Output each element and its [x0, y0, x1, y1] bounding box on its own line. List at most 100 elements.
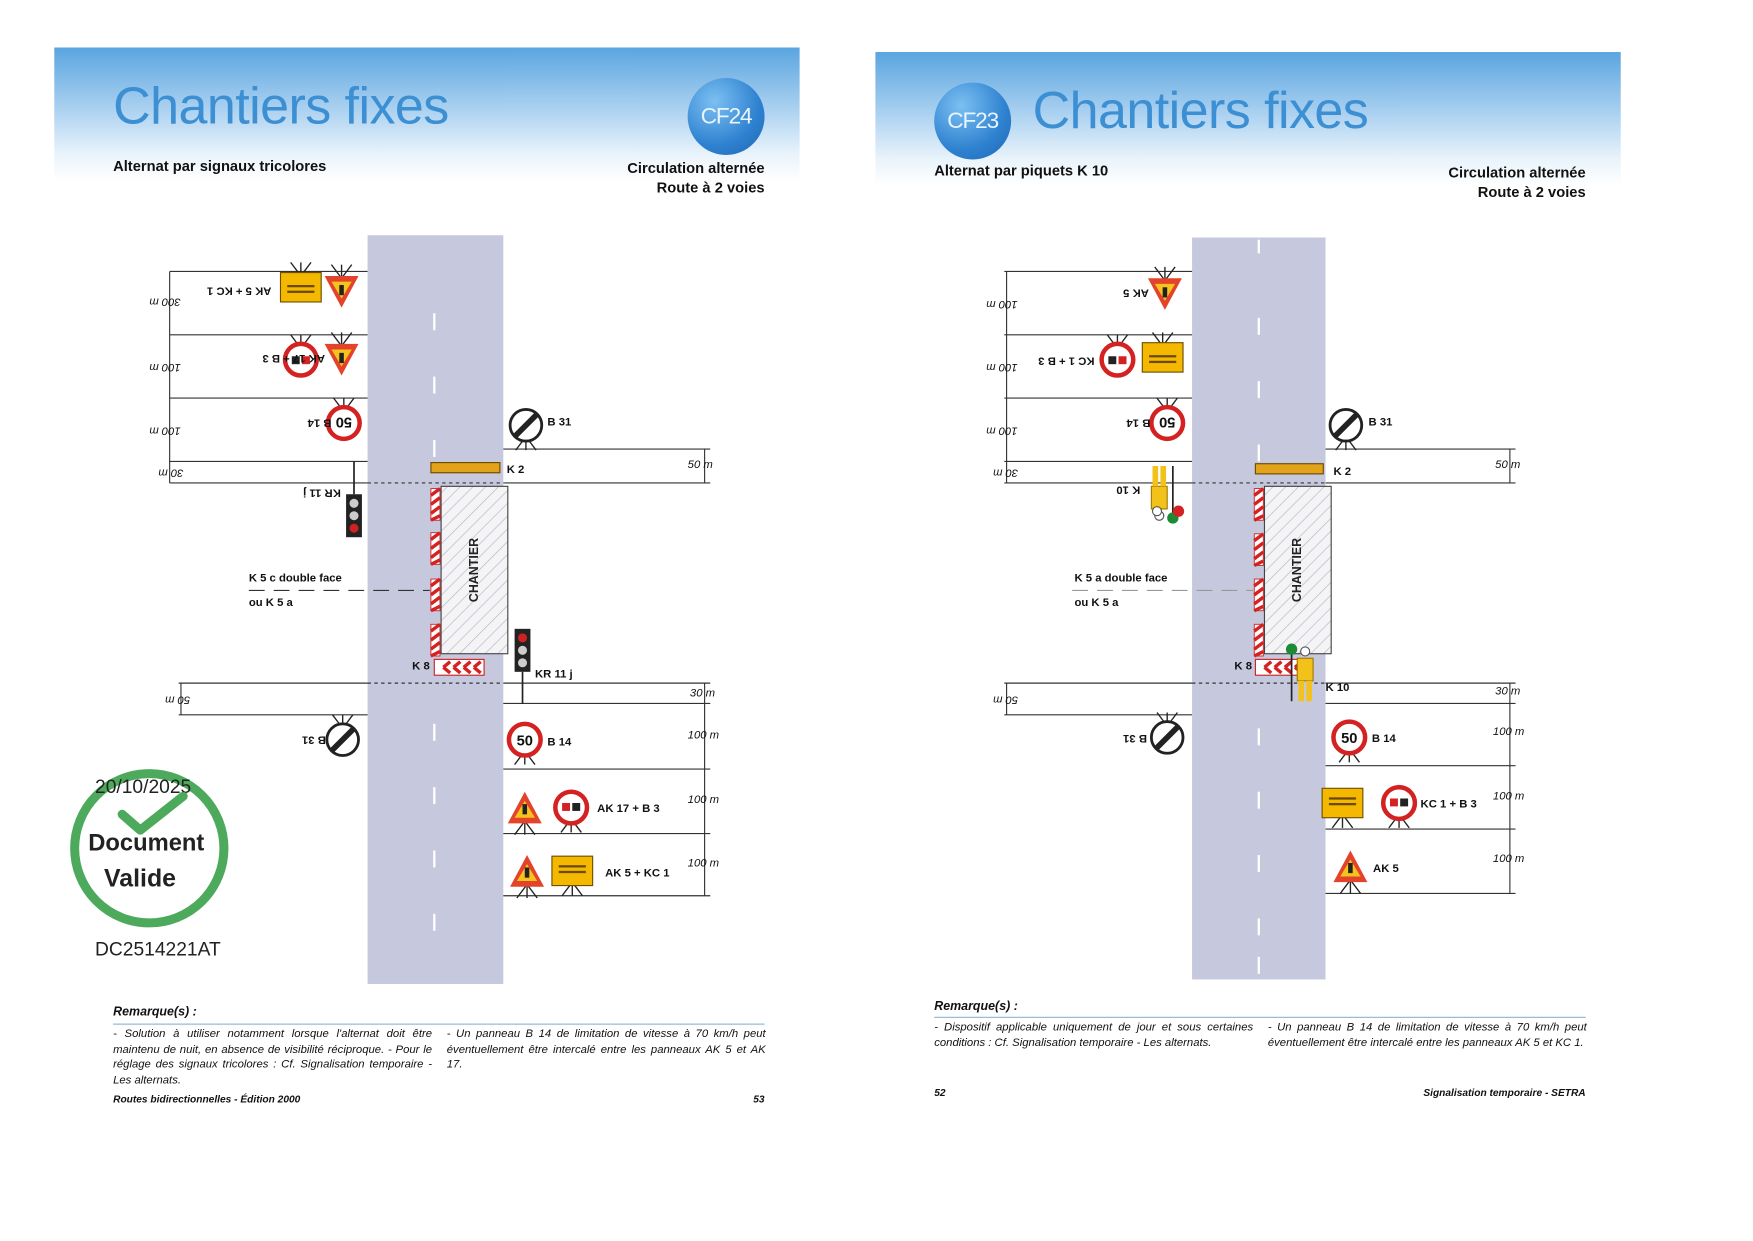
label-b31: B 31 [547, 416, 572, 429]
footer-left: Routes bidirectionnelles - Édition 2000 [113, 1093, 301, 1105]
page-number: 53 [753, 1093, 765, 1105]
signage-diagram [169, 235, 711, 984]
label-k2: K 2 [1333, 465, 1352, 479]
ak5-triangle [1148, 267, 1182, 310]
signage-diagram [1004, 237, 1516, 980]
label-upstream-1: AK 5 + KC 1 [207, 283, 272, 297]
stamp-text-line2: Valide [104, 864, 176, 893]
label-right-device: KR 11 j [534, 668, 573, 681]
label-k8: K 8 [412, 660, 430, 673]
label-downstream-2: AK 17 + B 3 [597, 803, 660, 816]
label-k5: K 5 c double face [248, 572, 342, 585]
page-title: Chantiers fixes [113, 75, 449, 135]
dim-right-3: 100 m [687, 729, 720, 742]
label-upstream-3: B 14 [307, 416, 332, 429]
work-zone [1263, 485, 1332, 655]
b3-sign-right [555, 792, 587, 833]
b14-sign-right [1333, 722, 1365, 763]
label-k5-alt: ou K 5 a [1074, 597, 1119, 610]
sheet-badge: CF24 [687, 78, 765, 155]
dim-left-5: 50 m [993, 693, 1019, 706]
kc1-panel [280, 262, 321, 302]
page-number: 52 [934, 1086, 946, 1099]
work-zone [440, 485, 509, 655]
ak5-triangle-right [1333, 851, 1367, 894]
kc1-panel [1142, 333, 1183, 373]
dim-right-2: 30 m [689, 687, 716, 701]
header-band [54, 47, 800, 181]
label-left-device: KR 11 j [302, 486, 341, 499]
dim-left-3: 100 m [986, 424, 1018, 437]
category-line-2: Route à 2 voies [1477, 183, 1586, 201]
b14-sign-right [509, 724, 541, 765]
ak17-triangle-right [508, 792, 542, 835]
dim-right-3: 100 m [1492, 726, 1525, 739]
remark-2: - Un panneau B 14 de limitation de vites… [1267, 1021, 1587, 1050]
stamp-text-line1: Document [88, 830, 205, 857]
remarks-heading: Remarque(s) : [934, 999, 1018, 1014]
b31-sign-left [1151, 713, 1183, 754]
dim-right-1: 50 m [1495, 459, 1521, 472]
label-right-device: K 10 [1325, 681, 1350, 695]
b31-sign [1330, 409, 1362, 450]
label-downstream-2: KC 1 + B 3 [1420, 798, 1477, 811]
remark-2: - Un panneau B 14 de limitation de vites… [446, 1028, 766, 1072]
dim-right-1: 50 m [687, 459, 713, 472]
ak5-triangle-right [510, 855, 544, 898]
remarks-divider [934, 1016, 1586, 1018]
b3-sign-right [1383, 787, 1415, 828]
dim-left-4: 30 m [158, 465, 184, 479]
dim-right-4: 100 m [687, 793, 720, 807]
kc1-panel-right [552, 856, 593, 896]
b31-sign-left [327, 715, 359, 756]
b3-sign [1102, 335, 1134, 376]
label-k5-alt: ou K 5 a [248, 597, 293, 610]
label-upstream-2: KC 1 + B 3 [1038, 354, 1095, 367]
dim-right-5: 100 m [687, 857, 720, 870]
dim-left-1: 300 m [149, 295, 181, 308]
dim-left-2: 100 m [986, 360, 1018, 374]
label-b31-left: B 31 [301, 732, 326, 746]
dim-right-4: 100 m [1492, 790, 1525, 804]
category-line-2: Route à 2 voies [656, 178, 765, 196]
b31-sign [510, 409, 542, 450]
remarks-heading: Remarque(s) : [113, 1005, 197, 1020]
dim-left-1: 100 m [986, 297, 1018, 310]
dimension-lines [169, 270, 711, 897]
dim-left-5: 50 m [165, 693, 191, 706]
work-zone-label: CHANTIER [467, 537, 482, 603]
label-k5: K 5 a double face [1074, 572, 1168, 585]
k2-panel [430, 462, 501, 474]
label-upstream-3: B 14 [1126, 416, 1151, 429]
remark-1: - Dispositif applicable uniquement de jo… [934, 1021, 1254, 1050]
ak17-triangle [325, 333, 359, 376]
label-b31: B 31 [1368, 416, 1393, 429]
page-subtitle: Alternat par piquets K 10 [934, 161, 1109, 179]
validation-stamp-ring [70, 769, 229, 928]
category-line-1: Circulation alternée [627, 159, 765, 177]
label-downstream-3: AK 5 + KC 1 [605, 867, 670, 880]
label-b31-left: B 31 [1122, 731, 1147, 745]
b14-sign [1151, 398, 1183, 439]
page-subtitle: Alternat par signaux tricolores [113, 157, 327, 175]
remark-1: - Solution à utiliser notamment lorsque … [113, 1028, 433, 1087]
page-cf24: Chantiers fixes CF24 Alternat par signau… [54, 47, 800, 1134]
label-k2: K 2 [506, 463, 525, 477]
remarks-divider [113, 1023, 765, 1025]
kc1-panel-right [1322, 788, 1363, 828]
label-left-device: K 10 [1116, 482, 1141, 496]
stamp-date: 20/10/2025 [95, 775, 192, 798]
label-downstream-1: B 14 [1371, 732, 1396, 746]
page-title: Chantiers fixes [1032, 80, 1369, 140]
sheet-badge: CF23 [934, 82, 1012, 160]
label-downstream-1: B 14 [547, 736, 572, 749]
work-zone-label: CHANTIER [1291, 537, 1305, 603]
dim-right-2: 30 m [1495, 685, 1521, 698]
traffic-light-kr11j-right [514, 628, 531, 672]
checkmark-icon [117, 791, 188, 835]
k8-chevron [432, 657, 486, 677]
label-downstream-3: AK 5 [1373, 862, 1399, 876]
dim-left-3: 100 m [149, 424, 181, 437]
page-cf23: CF23 Chantiers fixes Alternat par piquet… [875, 52, 1621, 1138]
